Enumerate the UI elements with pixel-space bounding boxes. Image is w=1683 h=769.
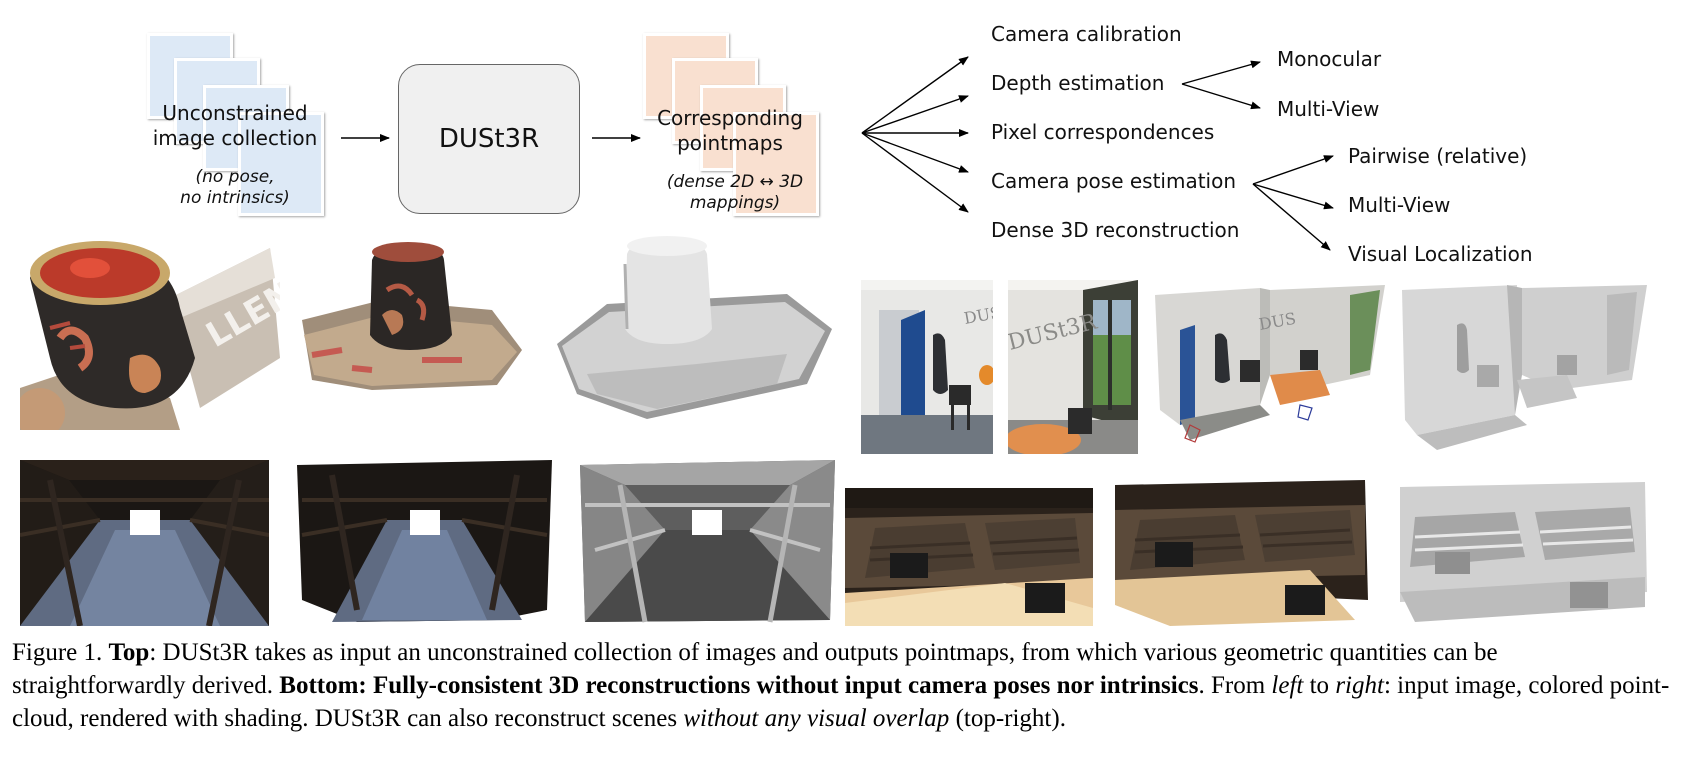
- room-input-photo-right: DUSt3R: [1008, 280, 1138, 454]
- subtask-label: Multi-View: [1277, 97, 1380, 121]
- arrow-to-depth-subtask: [1181, 83, 1261, 110]
- room-input-photo-left: DUS: [861, 280, 993, 454]
- image-frame: [238, 112, 324, 216]
- output-label-line: pointmaps: [677, 131, 783, 155]
- bridge-pointcloud-photo: [297, 460, 552, 626]
- task-label: Camera pose estimation: [991, 169, 1237, 193]
- caption-overlap-italic: without any visual overlap: [683, 705, 950, 732]
- diagram-arrows: [341, 56, 1334, 251]
- arrow-to-pose-subtask: [1252, 155, 1334, 185]
- auditorium-input-photo: [845, 488, 1093, 626]
- task-label: Pixel correspondences: [991, 120, 1215, 144]
- figure-caption: Figure 1. Top: DUSt3R takes as input an …: [12, 636, 1672, 735]
- mug-shaded-render: [537, 234, 837, 430]
- caption-text-from: . From: [1198, 672, 1272, 699]
- model-label: DUSt3R: [438, 124, 540, 154]
- caption-top-bold: Top: [108, 639, 150, 666]
- input-label-line: Unconstrained: [162, 101, 308, 125]
- output-note-line: mappings): [689, 193, 781, 213]
- caption-text-end: (top-right).: [949, 705, 1066, 732]
- output-label: Corresponding pointmaps: [645, 106, 815, 156]
- task-label: Camera calibration: [991, 22, 1182, 46]
- arrow-to-task: [861, 95, 969, 134]
- subtask-label: Monocular: [1277, 47, 1382, 71]
- input-note: (no pose, no intrinsics): [150, 167, 320, 209]
- input-label: Unconstrained image collection: [140, 101, 330, 151]
- caption-text-to: to: [1303, 672, 1336, 699]
- subtask-label: Multi-View: [1348, 193, 1451, 217]
- auditorium-pointcloud-photo: [1110, 480, 1370, 626]
- task-label: Dense 3D reconstruction: [991, 218, 1240, 242]
- caption-top-text: : DUSt3R takes as input an unconstrained…: [12, 639, 1498, 699]
- output-label-line: Corresponding: [657, 106, 803, 130]
- mug-input-photo: LLEN: [20, 238, 280, 430]
- caption-bottom-bold: Bottom: Fully-consistent 3D reconstructi…: [279, 672, 1199, 699]
- caption-text-rest: : input image, colored point-cloud, rend…: [12, 672, 1670, 732]
- figure-label: Figure 1.: [12, 639, 109, 666]
- mug-pointcloud-photo: [292, 240, 527, 410]
- bridge-shaded-render: [580, 460, 835, 626]
- auditorium-shaded-render: [1395, 482, 1650, 626]
- arrow-to-pose-subtask: [1252, 183, 1331, 251]
- input-note-line: (no pose,: [195, 167, 275, 187]
- arrow-to-pose-subtask: [1252, 183, 1334, 210]
- subtask-label: Pairwise (relative): [1348, 144, 1528, 168]
- output-note: (dense 2D ↔ 3D mappings): [650, 172, 820, 214]
- room-pointcloud-render: DUS: [1150, 280, 1385, 454]
- caption-right-italic: right: [1335, 672, 1384, 699]
- dust3r-model-box: DUSt3R: [398, 64, 580, 214]
- subtask-label: Visual Localization: [1348, 242, 1533, 266]
- task-label: Depth estimation: [991, 71, 1165, 95]
- arrow-to-depth-subtask: [1181, 60, 1261, 85]
- caption-left-italic: left: [1271, 672, 1304, 699]
- arrow-to-task: [861, 56, 969, 134]
- input-label-line: image collection: [152, 126, 318, 150]
- arrow-to-task: [861, 132, 969, 213]
- bridge-input-photo: [20, 460, 269, 626]
- arrow-to-task: [861, 132, 969, 173]
- pointmap-frame: [733, 112, 819, 216]
- output-note-line: (dense 2D ↔ 3D: [666, 172, 804, 192]
- input-note-line: no intrinsics): [180, 188, 290, 208]
- room-shaded-render: [1397, 280, 1647, 454]
